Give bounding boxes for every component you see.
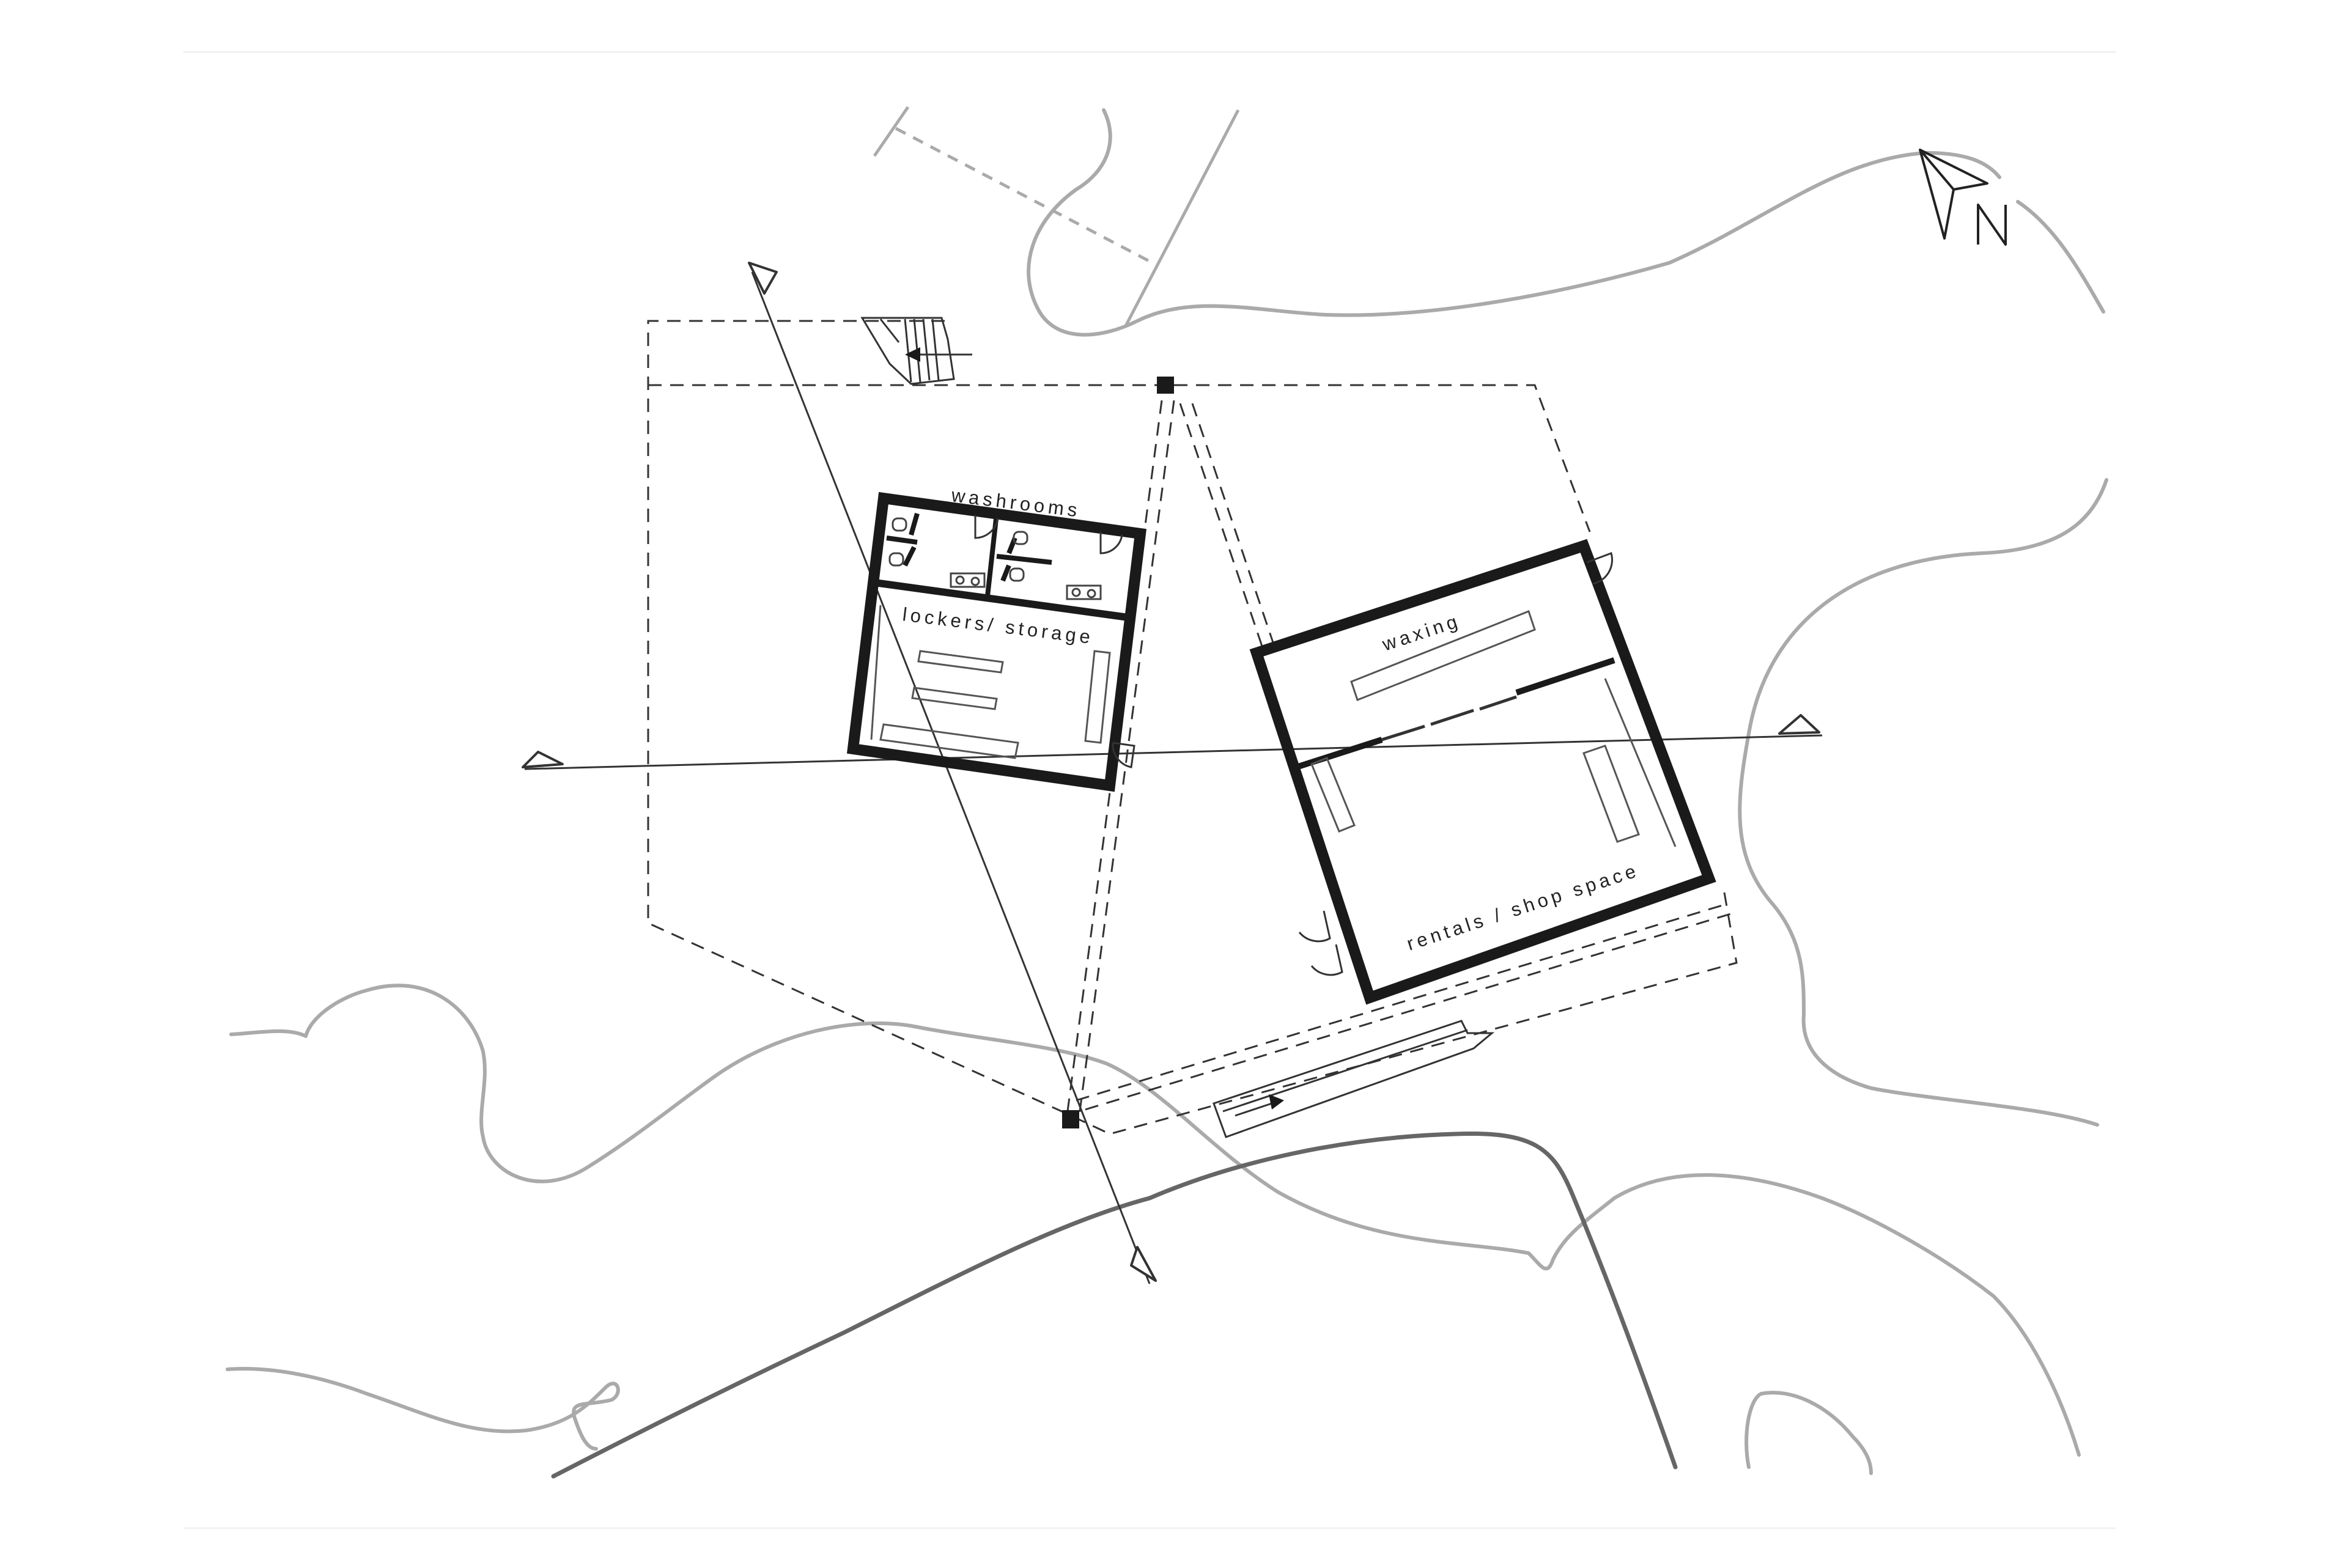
north-arrow	[1919, 149, 2007, 246]
north-letter-icon	[1977, 204, 2007, 246]
section-markers	[522, 262, 1820, 1282]
contour-line-north	[1027, 108, 2001, 337]
section-marker-top	[748, 262, 778, 295]
topographic-contours	[226, 108, 2108, 1475]
contour-line-northeast	[2016, 200, 2105, 314]
ridge-line-bottom-2	[1085, 913, 1731, 1111]
sink-icon	[1066, 584, 1102, 600]
road-line	[551, 1131, 1678, 1479]
washroom-building: washrooms lockers/ storage	[846, 484, 1147, 792]
storage-shelf	[917, 650, 1004, 674]
locker-bench	[879, 723, 1019, 759]
entry-ramp	[1213, 1020, 1495, 1138]
shop-door-icon	[1586, 552, 1614, 585]
shop-door-icon	[1310, 944, 1343, 976]
section-lines	[524, 271, 1823, 1284]
contour-line-east	[1738, 478, 2108, 1127]
washroom-partition-wall	[869, 578, 1129, 621]
storage-shelf	[911, 686, 998, 710]
contour-line-southwest	[226, 1367, 620, 1451]
roof-outline-east-lower	[1066, 892, 1738, 1135]
room-label-waxing: waxing	[1379, 609, 1463, 655]
washroom-building-walls	[846, 491, 1147, 792]
shop-building-walls	[1249, 539, 1716, 1005]
rental-rack	[1310, 757, 1356, 833]
roof-overhang-outlines	[647, 320, 1738, 1135]
section-line-b	[524, 734, 1823, 770]
fence-line-dashed	[895, 127, 1154, 265]
stair-arrow-icon	[905, 347, 920, 362]
section-line-a	[751, 271, 1151, 1284]
property-lines	[873, 106, 1240, 328]
ramp-outline	[1213, 1020, 1495, 1138]
property-boundary-line	[1123, 109, 1240, 328]
rental-rack	[1582, 745, 1640, 843]
ridge-line-left-2	[1078, 400, 1175, 1116]
locker-cabinet	[1084, 650, 1111, 744]
section-marker-right	[1778, 714, 1820, 735]
stair-outline	[860, 317, 955, 385]
roof-outline-west	[647, 320, 1068, 1115]
shop-building: waxing rentals / shop space	[1249, 539, 1716, 1005]
ridge-line-center-2	[1191, 403, 1276, 649]
washroom-door-icon	[1099, 532, 1123, 554]
column-post-top	[1157, 377, 1174, 394]
locker-door-icon	[1112, 742, 1135, 768]
washroom-door-icon	[974, 515, 999, 539]
sliding-partition	[1381, 695, 1517, 742]
shop-partition-wall	[1295, 657, 1615, 770]
waxing-bench	[1350, 610, 1536, 701]
ridge-line-center	[1179, 403, 1264, 649]
toilet-icon	[1009, 567, 1025, 582]
fence-line-end	[873, 106, 910, 157]
ridge-line-bottom	[1076, 904, 1725, 1102]
toilet-icon	[1013, 531, 1028, 545]
ramp-arrow-icon	[1269, 1094, 1284, 1110]
contour-line-southeast-loop	[1744, 1391, 1873, 1475]
contour-line-south-large	[229, 984, 2081, 1457]
toilet-icon	[888, 552, 904, 567]
section-marker-bottom	[1130, 1246, 1157, 1282]
toilet-icon	[892, 517, 907, 532]
column-post-bottom	[1062, 1110, 1079, 1128]
north-arrow-icon	[1919, 149, 1988, 240]
shop-door-icon	[1298, 910, 1331, 943]
section-marker-left	[522, 751, 564, 768]
sink-icon	[950, 572, 986, 588]
roof-outline-east	[1174, 384, 1591, 532]
